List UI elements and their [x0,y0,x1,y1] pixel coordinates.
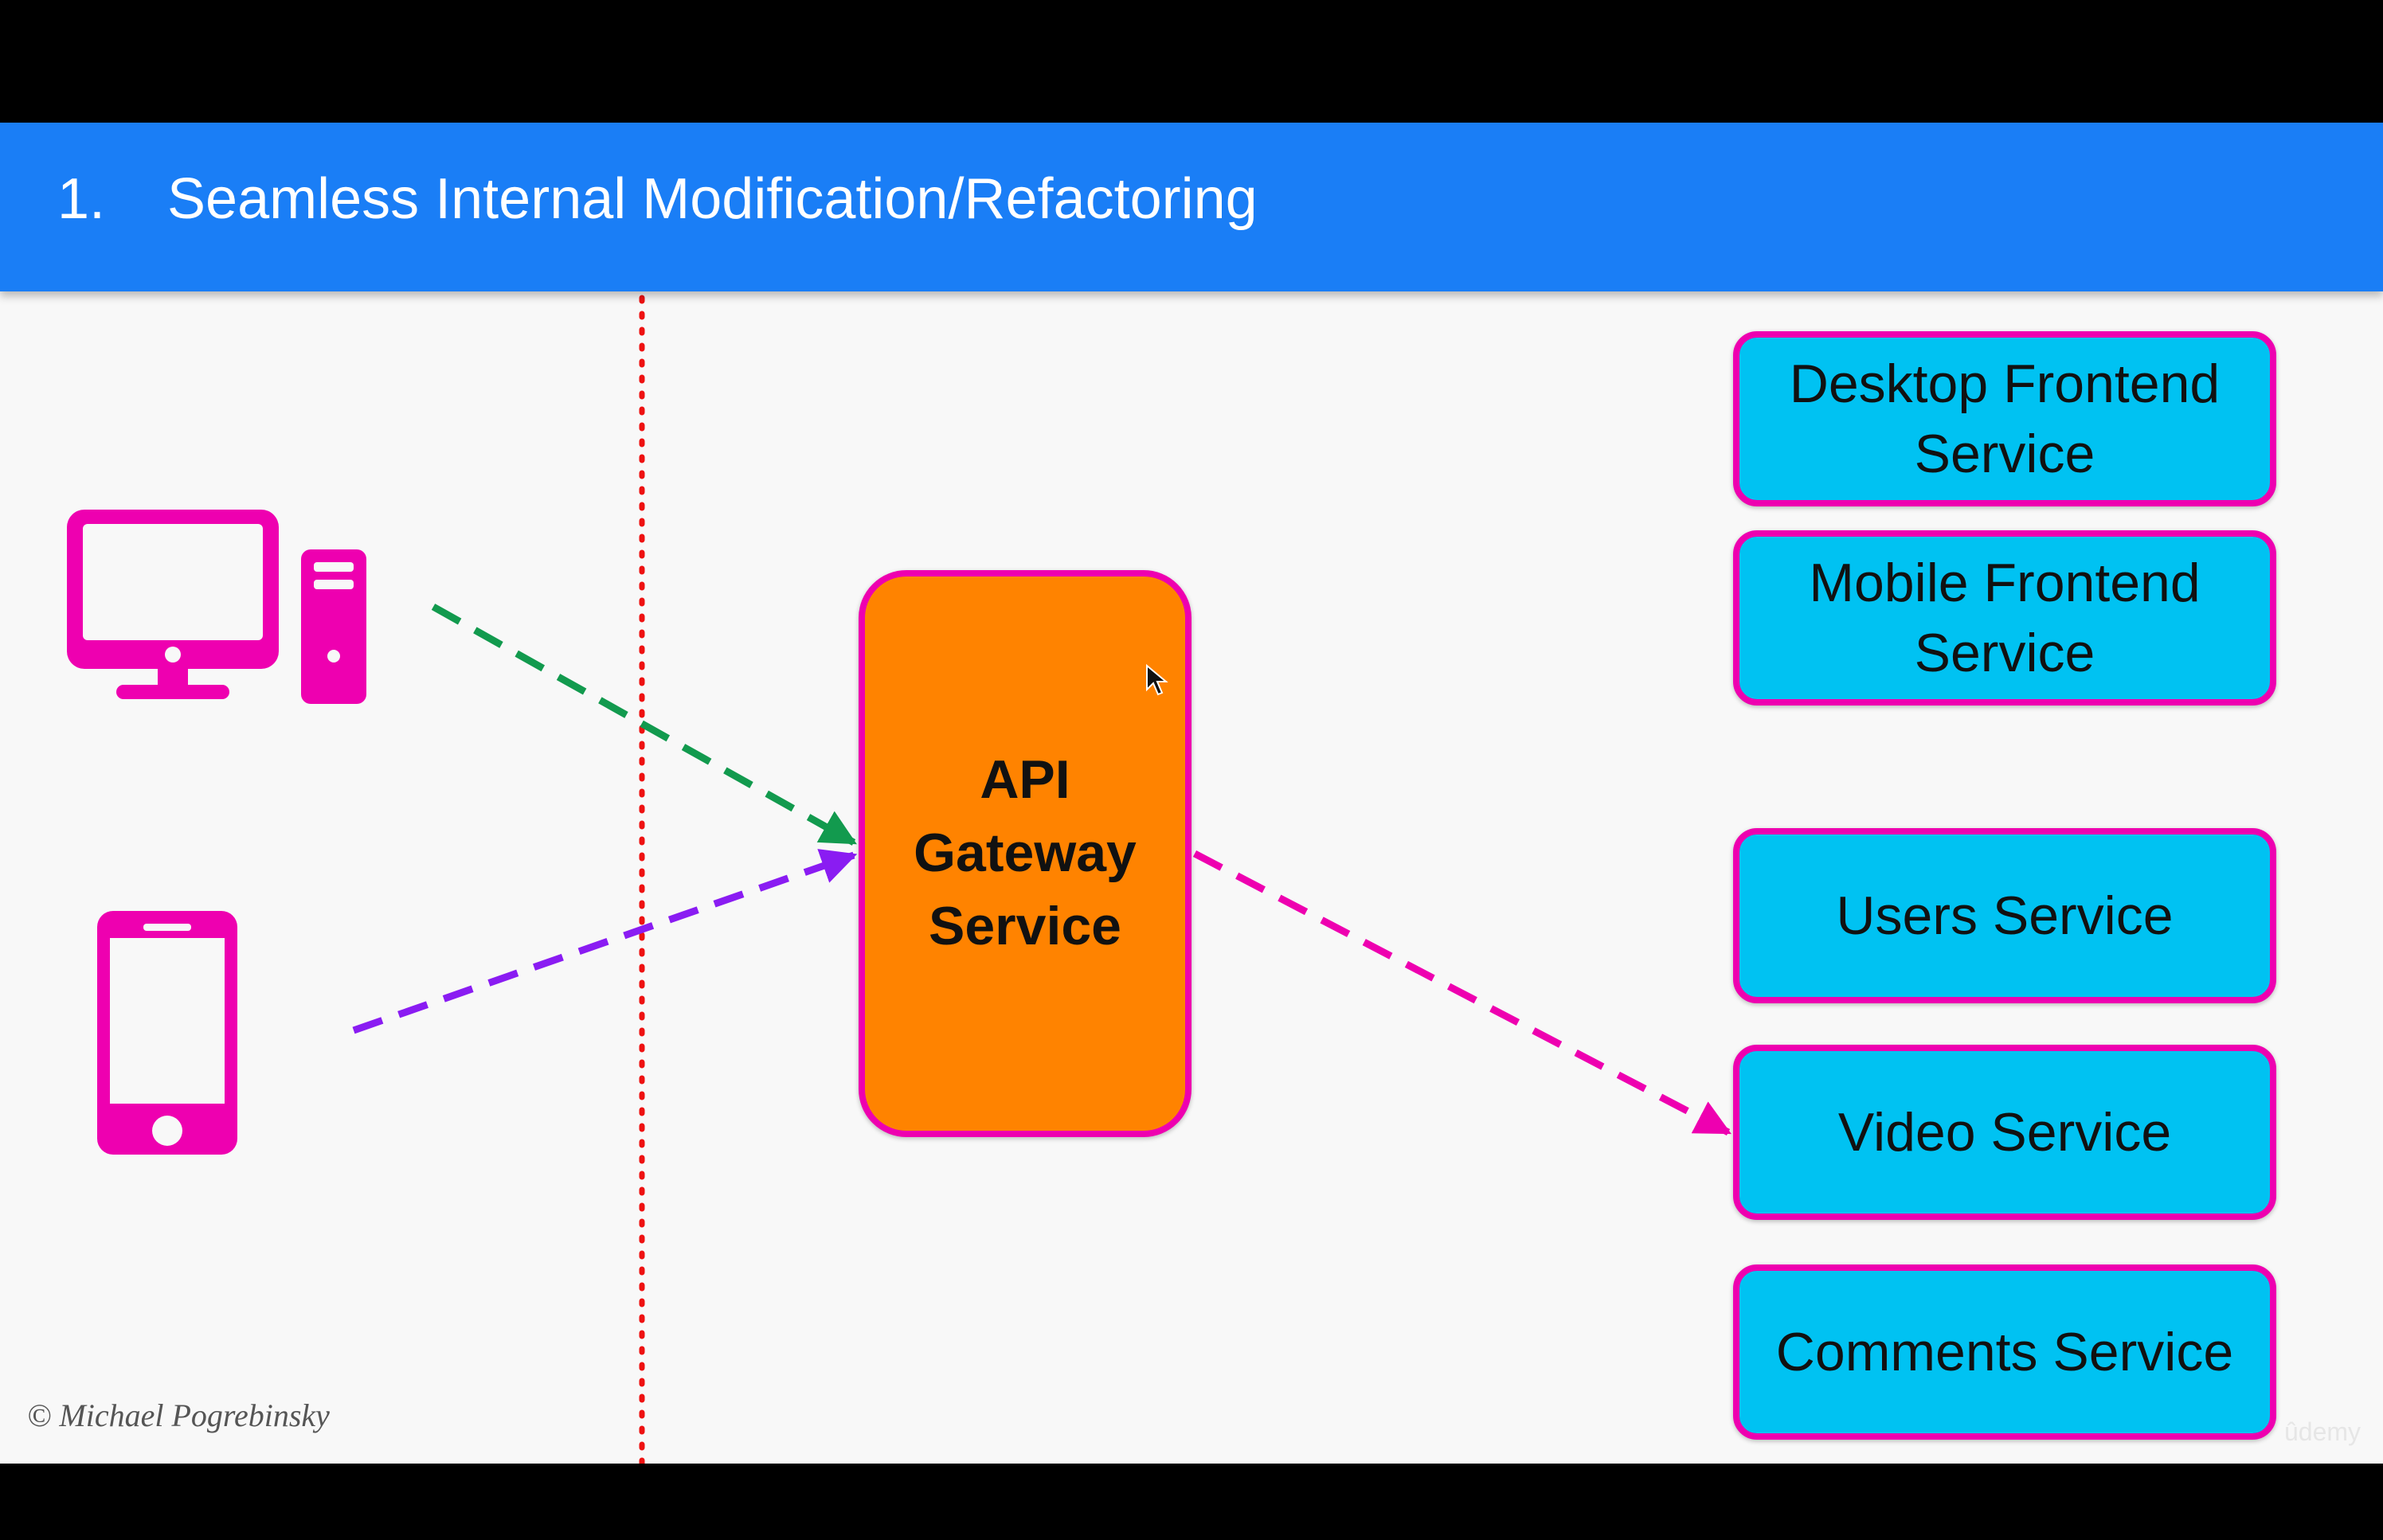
mobile-frontend-service-box: Mobile Frontend Service [1733,530,2276,706]
service-label: Mobile Frontend Service [1809,552,2201,683]
slide-title: Seamless Internal Modification/Refactori… [167,167,1258,231]
comments-service-box: Comments Service [1733,1264,2276,1440]
desktop-computer-icon [67,510,366,704]
slide: 1. Seamless Internal Modification/Refact… [0,123,2383,1464]
title-bar: 1. Seamless Internal Modification/Refact… [0,123,2383,291]
desktop-frontend-service-box: Desktop Frontend Service [1733,331,2276,506]
service-label: Users Service [1836,885,2174,946]
users-service-box: Users Service [1733,828,2276,1003]
diagram-canvas [67,279,1731,1464]
mobile-to-gateway-arrow [352,849,858,1034]
copyright-notice: © Michael Pogrebinsky [27,1397,330,1433]
smartphone-icon [97,911,237,1155]
api-gateway-box: API Gateway Service [859,570,1192,1137]
desktop-to-gateway-arrow [431,604,857,846]
video-service-box: Video Service [1733,1045,2276,1220]
service-label: Comments Service [1775,1321,2234,1382]
api-gateway-label: API Gateway Service [914,749,1137,956]
service-label: Video Service [1837,1101,2172,1163]
watermark: ûdemy [2284,1417,2361,1446]
mouse-cursor-icon [1146,664,1168,696]
slide-number: 1. [57,167,106,231]
gateway-to-video-arrow [1192,850,1731,1135]
service-label: Desktop Frontend Service [1789,353,2221,484]
